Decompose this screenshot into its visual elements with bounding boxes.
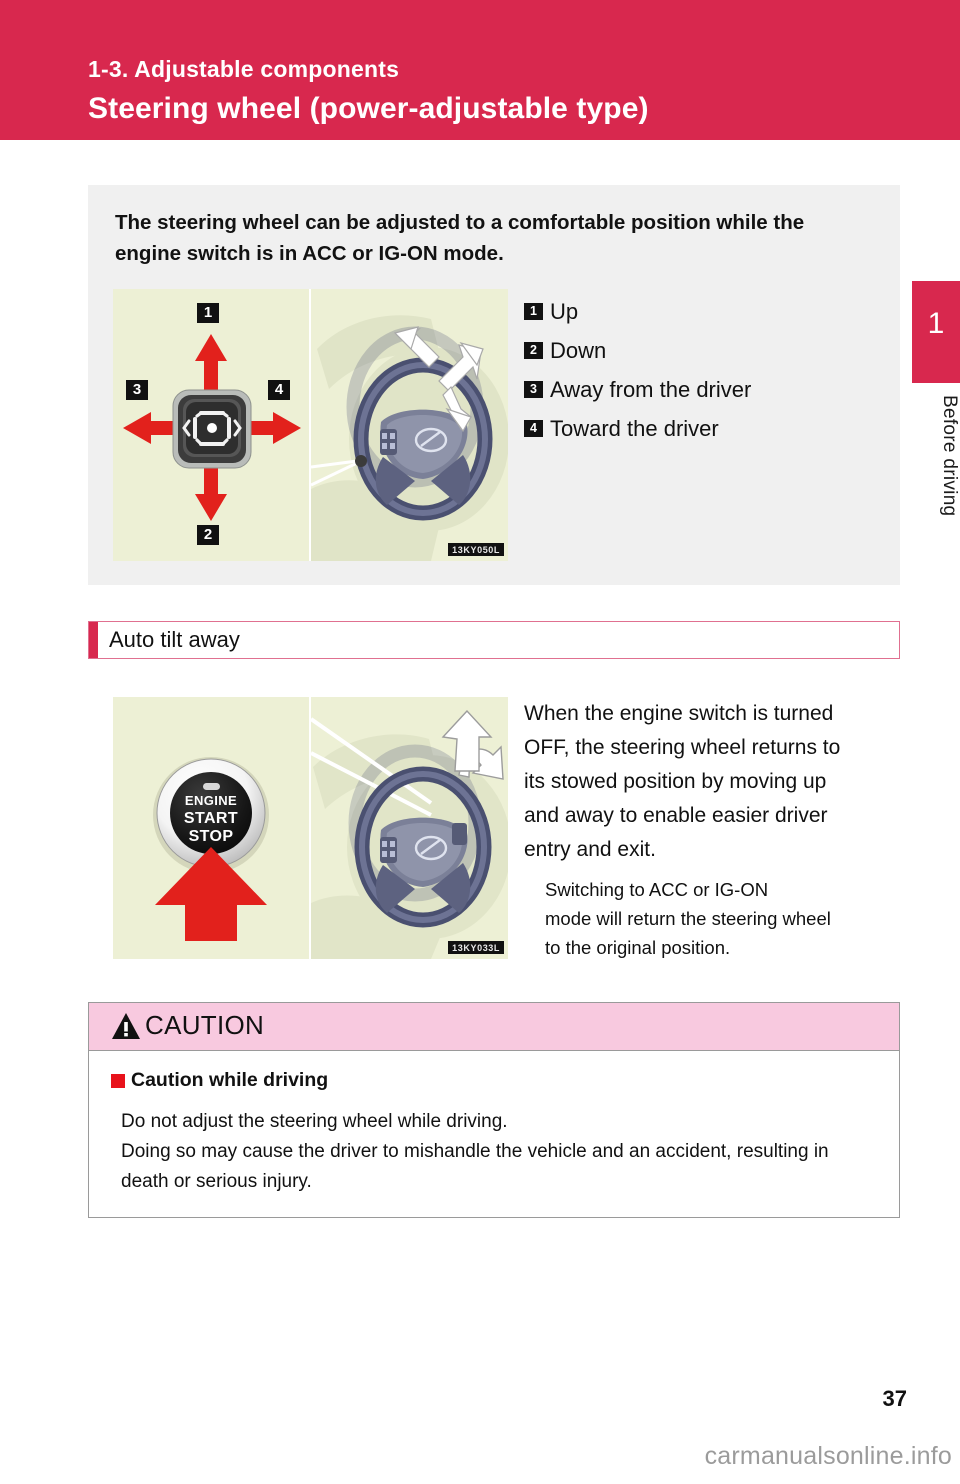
section-header-auto-tilt-away: Auto tilt away xyxy=(88,621,900,659)
legend-number-3: 3 xyxy=(524,381,543,398)
caution-box: CAUTION Caution while driving Do not adj… xyxy=(88,1002,900,1218)
figure-callout-1: 1 xyxy=(197,303,219,323)
steering-wheel-tilt-illustration xyxy=(311,697,508,959)
page-number: 37 xyxy=(882,1386,907,1411)
chapter-tab-number: 1 xyxy=(927,307,945,340)
figure-callout-3: 3 xyxy=(126,380,148,400)
adjust-switch-diagram xyxy=(123,334,301,521)
svg-text:STOP: STOP xyxy=(189,828,234,845)
page-header-band xyxy=(0,0,960,140)
legend-number-2: 2 xyxy=(524,342,543,359)
list-item: 2 Down xyxy=(524,331,884,370)
tilt-line-2: OFF, the steering wheel returns to xyxy=(524,736,841,759)
intro-text: The steering wheel can be adjusted to a … xyxy=(115,207,875,269)
figure-callout-2: 2 xyxy=(197,525,219,545)
legend-label-3: Away from the driver xyxy=(550,376,752,402)
watermark: carmanualsonline.info xyxy=(704,1442,952,1470)
svg-text:ENGINE: ENGINE xyxy=(185,793,237,808)
legend-label-2: Down xyxy=(550,337,607,363)
caution-subtitle-text: Caution while driving xyxy=(131,1069,329,1091)
chapter-tab-label: Before driving xyxy=(939,395,960,517)
page-title: Steering wheel (power-adjustable type) xyxy=(88,92,649,125)
engine-start-stop-button-diagram: ENGINE START STOP xyxy=(153,757,269,941)
caution-line-2: Doing so may cause the driver to mishand… xyxy=(121,1141,829,1162)
figure-divider xyxy=(309,697,311,959)
intro-line-1: The steering wheel can be adjusted to a … xyxy=(115,211,805,234)
caution-header xyxy=(89,1003,899,1051)
legend-number-1: 1 xyxy=(524,303,543,320)
intro-line-2: engine switch is in ACC or IG-ON mode. xyxy=(115,242,504,265)
figure-steering-switch: 13KY050L 1 2 3 4 xyxy=(113,289,508,561)
legend-number-4: 4 xyxy=(524,420,543,437)
figure-callout-4: 4 xyxy=(268,380,290,400)
figure-id-label: 13KY033L xyxy=(448,941,504,954)
caution-title: CAUTION xyxy=(145,1010,265,1040)
tilt-note-line-2: mode will return the steering wheel xyxy=(545,908,831,929)
figure-divider xyxy=(309,289,311,561)
list-item: 4 Toward the driver xyxy=(524,409,884,448)
direction-legend-list: 1 Up 2 Down 3 Away from the driver 4 Tow… xyxy=(524,292,884,448)
list-item: 3 Away from the driver xyxy=(524,370,884,409)
legend-label-4: Toward the driver xyxy=(550,415,719,441)
figure-id-label: 13KY050L xyxy=(448,543,504,556)
red-square-bullet-icon xyxy=(111,1073,125,1088)
section-title: Auto tilt away xyxy=(109,627,240,652)
svg-text:START: START xyxy=(184,810,238,827)
figure-auto-tilt-away: ENGINE START STOP xyxy=(113,697,508,959)
auto-tilt-away-body: When the engine switch is turned OFF, th… xyxy=(524,697,902,867)
caution-body: Do not adjust the steering wheel while d… xyxy=(121,1107,881,1197)
warning-triangle-icon xyxy=(111,1012,141,1041)
steering-wheel-illustration xyxy=(311,289,508,561)
tilt-line-3: its stowed position by moving up xyxy=(524,770,827,793)
section-accent-bar xyxy=(89,622,98,658)
legend-label-1: Up xyxy=(550,298,579,324)
list-item: 1 Up xyxy=(524,292,884,331)
tilt-line-1: When the engine switch is turned xyxy=(524,702,834,725)
auto-tilt-away-note: Switching to ACC or IG-ON mode will retu… xyxy=(545,875,902,962)
tilt-line-5: entry and exit. xyxy=(524,838,656,861)
caution-subtitle: Caution while driving xyxy=(111,1069,328,1092)
tilt-line-4: and away to enable easier driver xyxy=(524,804,828,827)
chapter-tab: 1 xyxy=(912,281,960,383)
caution-line-1: Do not adjust the steering wheel while d… xyxy=(121,1111,508,1132)
tilt-note-line-1: Switching to ACC or IG-ON xyxy=(545,879,769,900)
caution-line-3: death or serious injury. xyxy=(121,1171,312,1192)
tilt-note-line-3: to the original position. xyxy=(545,937,731,958)
chapter-breadcrumb: 1-3. Adjustable components xyxy=(88,56,400,82)
